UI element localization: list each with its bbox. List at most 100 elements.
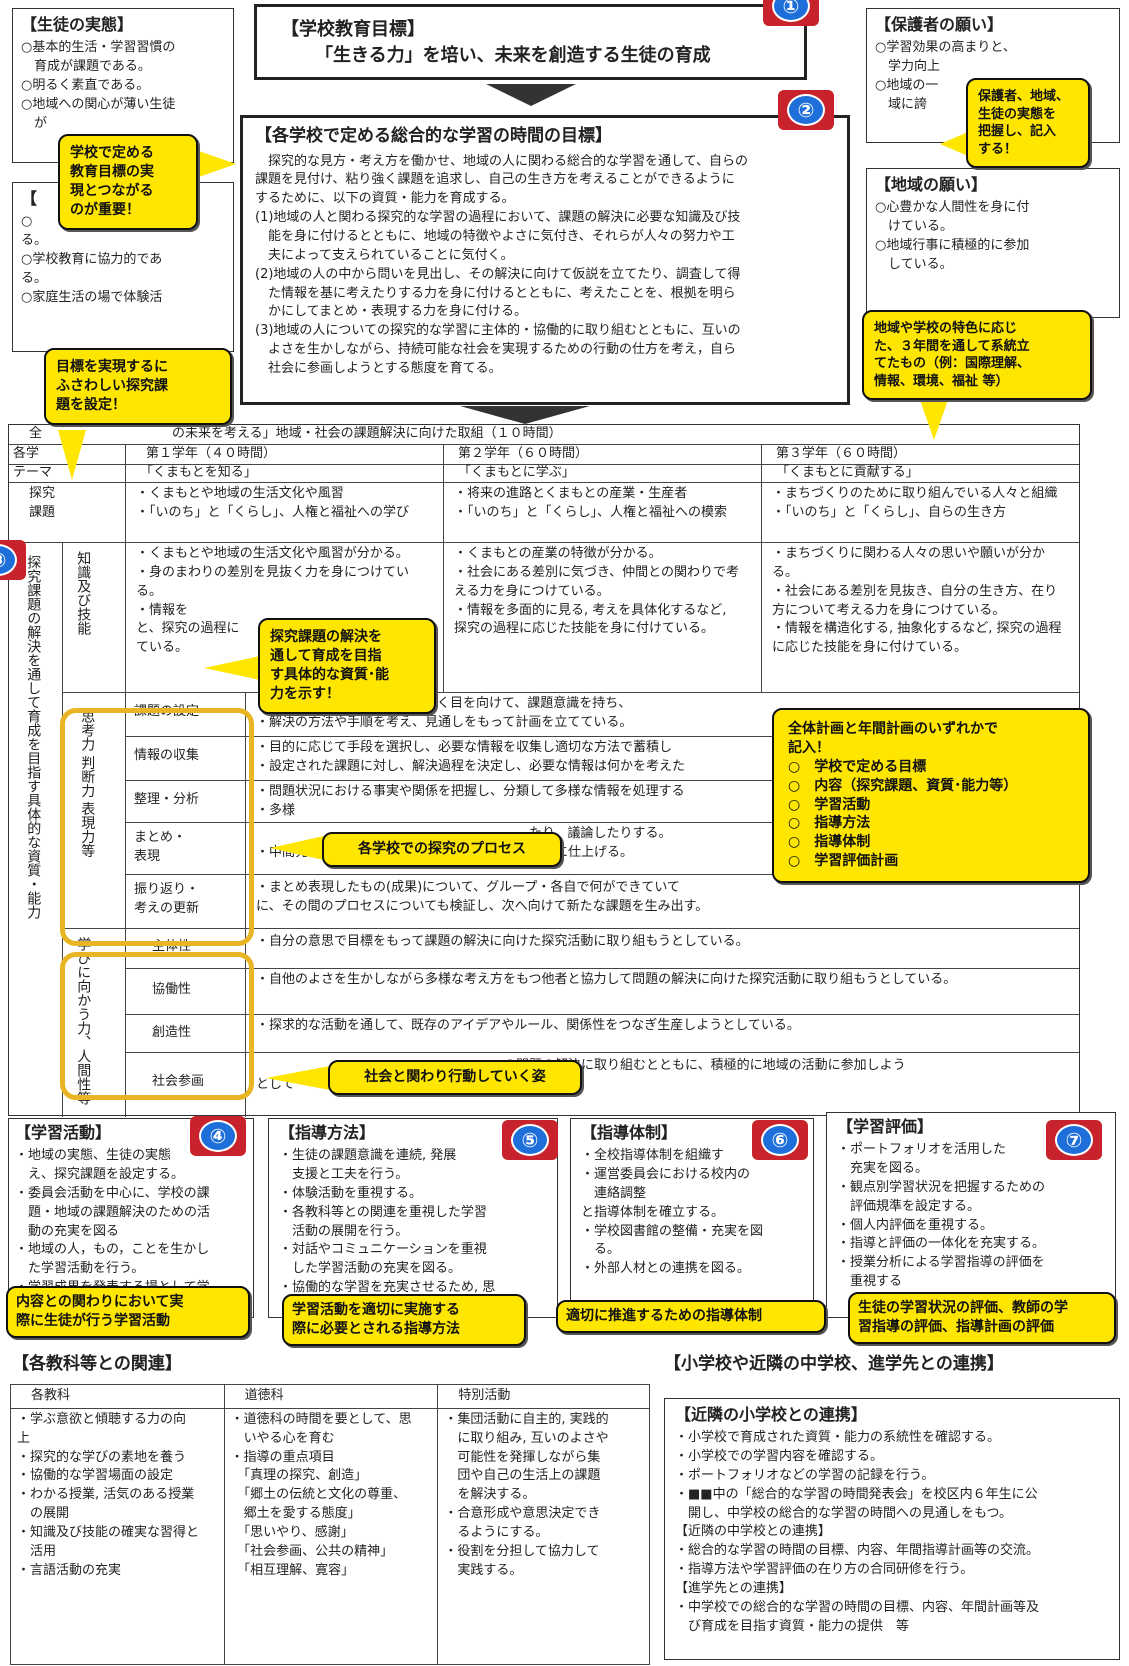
system-line: ・外部人材との連携を図る。	[581, 1261, 750, 1277]
integrated-study-goal-box: 【各学校で定める総合的な学習の時間の目標】 探究的な見方・考え方を働かせ、地域の…	[240, 115, 850, 405]
badge-6: ⑥	[752, 1120, 808, 1160]
callout-competencies: 探究課題の解決を 通して育成を目指 す具体的な資質･能 力を示す！	[258, 618, 436, 714]
badge-number: ⑥	[761, 1124, 799, 1156]
community-wish-line: けている。	[875, 219, 954, 235]
teaching-system-title: 【指導体制】	[581, 1123, 678, 1142]
thinking-row-label: 情報の収集	[126, 737, 246, 781]
badge-5: ⑤	[502, 1120, 558, 1160]
down-arrow-icon	[486, 84, 576, 106]
callout-tail	[58, 430, 86, 480]
table-cell: ・道徳科の時間を要として、思 いやる心を育む ・指導の重点項目 「真理の探究、創…	[223, 1407, 439, 1665]
student-reality-line: が	[21, 115, 48, 131]
table-cell: ・集団活動に自主的, 実践的 に取り組み, 互いのよさや 可能性を発揮しながら集…	[437, 1407, 650, 1665]
links-line: び育成を目指す資質・能力の提供 等	[675, 1618, 910, 1634]
callout-text: 学習活動を適切に実施する 際に必要とされる指導方法	[292, 1302, 460, 1337]
learning-line: ・地域の実態、生徒の実態	[15, 1148, 172, 1164]
parents-wish-title: 【保護者の願い】	[875, 15, 1004, 34]
evaluation-line: ・ポートフォリオを活用した	[837, 1142, 1007, 1158]
community-wish-title: 【地域の願い】	[875, 175, 988, 194]
evaluation-line: ・観点別学習状況を把握するための	[837, 1179, 1046, 1195]
grade-3-header: 第３学年（６０時間）	[761, 445, 1079, 465]
attitude-row: 創造性 ・探求的な活動を通して、既存のアイデアやルール、関係性をつなぎ生産しよう…	[125, 1015, 1079, 1053]
goal-line: かにしてまとめ・表現する力を身に付ける。	[255, 304, 527, 320]
goal-line: 能を身に付けるとともに、地域の特徴やよさに気付き、それらが人々の努力や工	[255, 229, 735, 245]
attitude-row: 協働性 ・自他のよさを生かしながら多様な考え方をもつ他者と協力して問題の解決に向…	[125, 969, 1079, 1015]
evaluation-line: ・授業分析による学習指導の評価を	[837, 1255, 1045, 1271]
evaluation-line: ・指導と評価の一体化を充実する。	[837, 1236, 1046, 1252]
system-line: ・全校指導体制を組織す	[581, 1148, 725, 1164]
goal-line: 夫によって支えられていることに気付く。	[255, 247, 514, 263]
knowledge-grade-3: ・まちづくりに関わる人々の思いや願いが分かる。 ・社会にある差別を見抜き、自分の…	[761, 543, 1079, 693]
badge-number: ③	[0, 544, 17, 576]
learning-line: た学習活動を行う。	[15, 1261, 145, 1277]
callout-text: 探究課題の解決を 通して育成を目指 す具体的な資質･能 力を示す！	[270, 629, 389, 702]
badge-number: ①	[772, 0, 810, 22]
badge-7: ⑦	[1046, 1120, 1102, 1160]
attitude-row-text: ・自他のよさを生かしながら多様な考え方をもつ他者と協力して問題の解決に向けた探究…	[256, 972, 957, 987]
thinking-row-label: 整理・分析	[126, 781, 246, 823]
school-reality-line: る。	[21, 270, 48, 286]
topics-row: 探究 課題 ・くまもとや地域の生活文化や風習 ・「いのち」と「くらし」、人権と福…	[9, 483, 1079, 543]
parents-wish-line: ○学習効果の高まりと、	[875, 40, 1016, 56]
theme-label: テーマ	[13, 465, 53, 480]
learning-line: え、探究課題を設定する。	[15, 1167, 185, 1183]
student-reality-line: 育成が課題である。	[21, 59, 151, 75]
teaching-line: 活動の展開を行う。	[279, 1223, 409, 1239]
subject-relations-heading: 【各教科等との関連】	[12, 1354, 182, 1374]
badge-4: ④	[190, 1116, 246, 1156]
student-reality-line: ○地域への関心が薄い生徒	[21, 96, 176, 112]
system-line: る。	[581, 1242, 621, 1258]
plan-header: 全 の未来を考える」地域・社会の課題解決に向けた取組（１０時間）	[9, 425, 1079, 445]
knowledge-label: 知識及び技能	[75, 551, 92, 635]
topic-grade-1: ・くまもとや地域の生活文化や風習 ・「いのち」と「くらし」、人権と福祉への学び	[125, 483, 443, 543]
grade-header-row: 各学 第１学年（４０時間） 第２学年（６０時間） 第３学年（６０時間）	[9, 445, 1079, 465]
goal-line: (3)地域の人についての探究的な学習に主体的・協働的に取り組むとともに、互いの	[255, 323, 741, 339]
callout-plan-items: 全体計画と年間計画のいずれかで 記入！ ○ 学校で定める目標 ○ 内容（探究課題…	[772, 708, 1090, 884]
links-line: ・■■中の「総合的な学習の時間発表会」を校区内６年生に公	[675, 1486, 1038, 1502]
school-reality-line: ○学校教育に協力的であ	[21, 251, 163, 267]
col-header: 特別活動	[437, 1384, 650, 1409]
grade-2-header: 第２学年（６０時間）	[443, 445, 761, 465]
attitude-row-text: ・自分の意思で目標をもって課題の解決に向けた探究活動に取り組もうとしている。	[256, 934, 749, 949]
teaching-line: ・体験活動を重視する。	[279, 1185, 423, 1201]
community-wish-line: ○心豊かな人間性を身に付	[875, 200, 1030, 216]
teaching-line: ・対話やコミュニケーションを重視	[279, 1242, 487, 1258]
theme-grade-3: 「くまもとに貢献する」	[761, 465, 1079, 483]
school-links-heading: 【小学校や近隣の中学校、進学先との連携】	[664, 1354, 1004, 1374]
topic-grade-3: ・まちづくりのために取り組んでいる人々と組織 ・「いのち」と「くらし」、自らの生…	[761, 483, 1079, 543]
links-line: 【進学先との連携】	[675, 1580, 792, 1596]
goal-line: 探究的な見方・考え方を働かせ、地域の人に関わる総合的な学習を通して、自らの	[255, 153, 748, 169]
col-header: 各教科	[10, 1384, 225, 1409]
callout-teaching-method: 学習活動を適切に実施する 際に必要とされる指導方法	[282, 1294, 526, 1346]
callout-tail	[204, 656, 260, 680]
evaluation-line: ・個人内評価を重視する。	[837, 1217, 994, 1233]
links-line: ・小学校での学習内容を確認する。	[675, 1449, 884, 1465]
callout-text: 社会と関わり行動していく姿	[364, 1069, 546, 1085]
thinking-row-text: ・目的に応じて手段を選択し、必要な情報を収集し適切な方法で蓄積し ・設定された課…	[256, 740, 686, 774]
links-line: 【近隣の中学校との連携】	[675, 1524, 831, 1540]
integrated-study-goal-title: 【各学校で定める総合的な学習の時間の目標】	[255, 126, 612, 146]
goal-line: 社会に参画しようとする態度を育てる。	[255, 360, 502, 376]
callout-text: 地域や学校の特色に応じ た、３年間を通して系統立 てたもの（例：国際理解、 情報…	[874, 321, 1031, 389]
callout-inquiry-process: 各学校での探究のプロセス	[322, 832, 562, 867]
table-header-row: 各教科 道徳科 特別活動	[10, 1384, 650, 1409]
school-reality-line: ○	[21, 214, 33, 230]
subject-relations-table: 各教科 道徳科 特別活動 ・学ぶ意欲と傾聴する力の向 上 ・探究的な学びの素地を…	[10, 1384, 650, 1665]
system-line: ・学校図書館の整備・充実を図	[581, 1223, 764, 1239]
badge-number: ④	[199, 1120, 237, 1152]
teaching-line: した学習活動の充実を図る。	[279, 1261, 462, 1277]
attitude-section: 学びに向かう力、人間性等 主体性 ・自分の意思で目標をもって課題の解決に向けた探…	[63, 929, 1079, 1117]
links-line: ・小学校で育成された資質・能力の系統性を確認する。	[675, 1430, 1001, 1446]
system-line: 連絡調整	[581, 1185, 647, 1201]
competency-side-column: 探究課題の解決を通して育成を目指す具体的な資質・能力	[9, 543, 63, 1117]
topic-grade-2: ・将来の進路とくまもとの産業・生産者 ・「いのち」と「くらし」、人権と福祉への模…	[443, 483, 761, 543]
callout-text: 生徒の学習状況の評価、教師の学 習指導の評価、指導計画の評価	[858, 1300, 1068, 1335]
links-line: ・ポートフォリオなどの学習の記録を行う。	[675, 1467, 935, 1483]
links-line: ・中学校での総合的な学習の時間の目標、内容、年間計画等及	[675, 1599, 1040, 1615]
callout-tail	[940, 132, 968, 156]
overall-plan-table: 全 の未来を考える」地域・社会の課題解決に向けた取組（１０時間） 各学 第１学年…	[8, 424, 1080, 1117]
table-row: ・学ぶ意欲と傾聴する力の向 上 ・探究的な学びの素地を養う ・協働的な学習場面の…	[10, 1407, 650, 1665]
evaluation-line: 評価規準を設定する。	[837, 1198, 981, 1214]
parents-wish-line: ○地域の一	[875, 77, 939, 93]
callout-survey: 保護者、地域、 生徒の実態を 把握し、記入 する！	[966, 78, 1090, 169]
